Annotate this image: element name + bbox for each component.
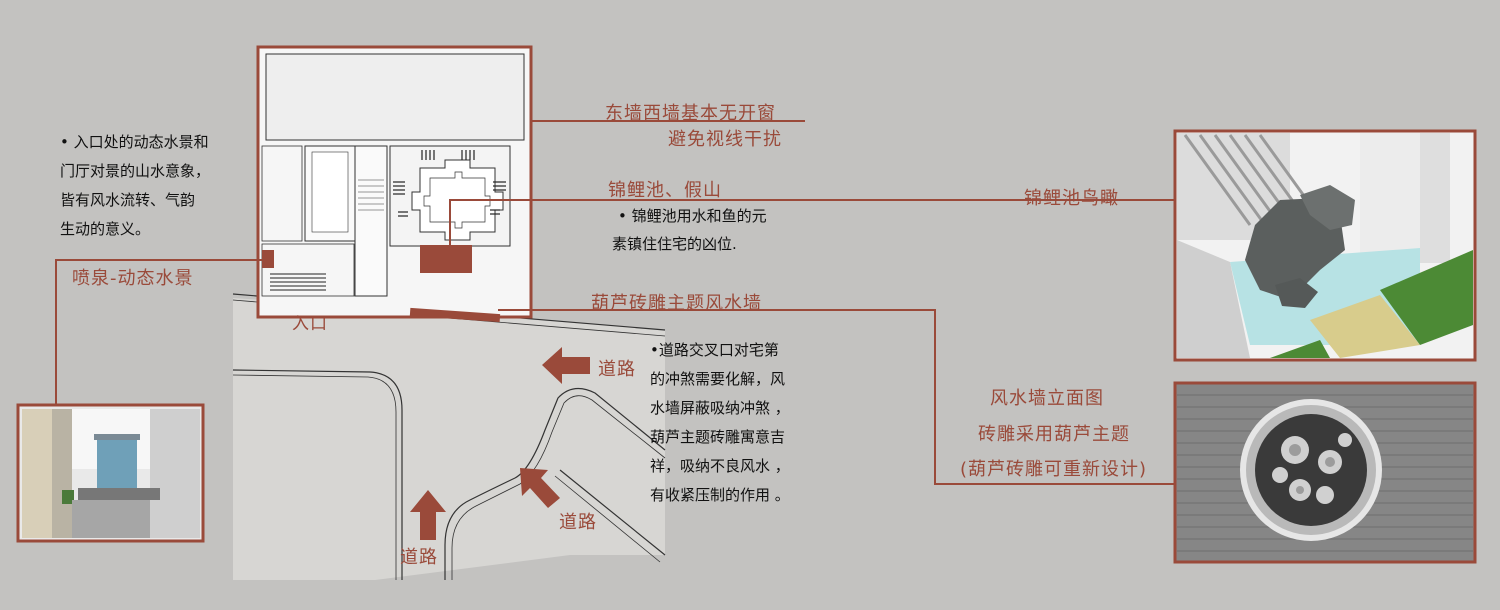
wall-elevation-label: 风水墙立面图 [990, 388, 1104, 409]
carving-redesign-label: (葫芦砖雕可重新设计) [960, 459, 1148, 480]
leader-lines [55, 120, 1175, 485]
carving-theme-label: 砖雕采用葫芦主题 [978, 424, 1130, 445]
road-label-3: 道路 [400, 547, 438, 568]
arrow-up-left-icon [520, 468, 560, 508]
fountain-photo [16, 403, 205, 543]
stair-hatch [358, 179, 384, 211]
koi-note-line-1: • 锦鲤池用水和鱼的元 [618, 207, 767, 225]
road-area [232, 293, 666, 580]
entry-steps [270, 273, 326, 291]
koi-pond-aerial-photo [1173, 129, 1477, 362]
koi-pond-rockery-label: 锦鲤池、假山 [608, 180, 722, 201]
road-label-2: 道路 [559, 512, 597, 533]
brick-carving-photo [1173, 381, 1477, 564]
arrow-up-icon [410, 490, 446, 540]
gourd-wall-label: 葫芦砖雕主题风水墙 [591, 293, 762, 314]
building-plan [256, 45, 533, 323]
koi-aerial-label: 锦鲤池鸟瞰 [1024, 188, 1119, 209]
road-note: •道路交叉口对宅第 的冲煞需要化解，风 水墙屏蔽吸纳冲煞 ， 葫芦主题砖雕寓意吉… [650, 341, 790, 504]
road-label-1: 道路 [598, 359, 636, 380]
arrow-left-icon [542, 347, 590, 384]
plants [393, 150, 506, 217]
entrance-label: 入口 [292, 314, 328, 334]
avoid-sightline-label: 避免视线干扰 [668, 129, 782, 150]
fountain-label: 喷泉-动态水景 [72, 268, 194, 289]
east-west-wall-label: 东墙西墙基本无开窗 [605, 103, 776, 124]
koi-note-line-2: 素镇住住宅的凶位. [612, 235, 737, 253]
entrance-note: • 入口处的动态水景和 门厅对景的山水意象， 皆有风水流转、气韵 生动的意义。 [60, 133, 211, 238]
